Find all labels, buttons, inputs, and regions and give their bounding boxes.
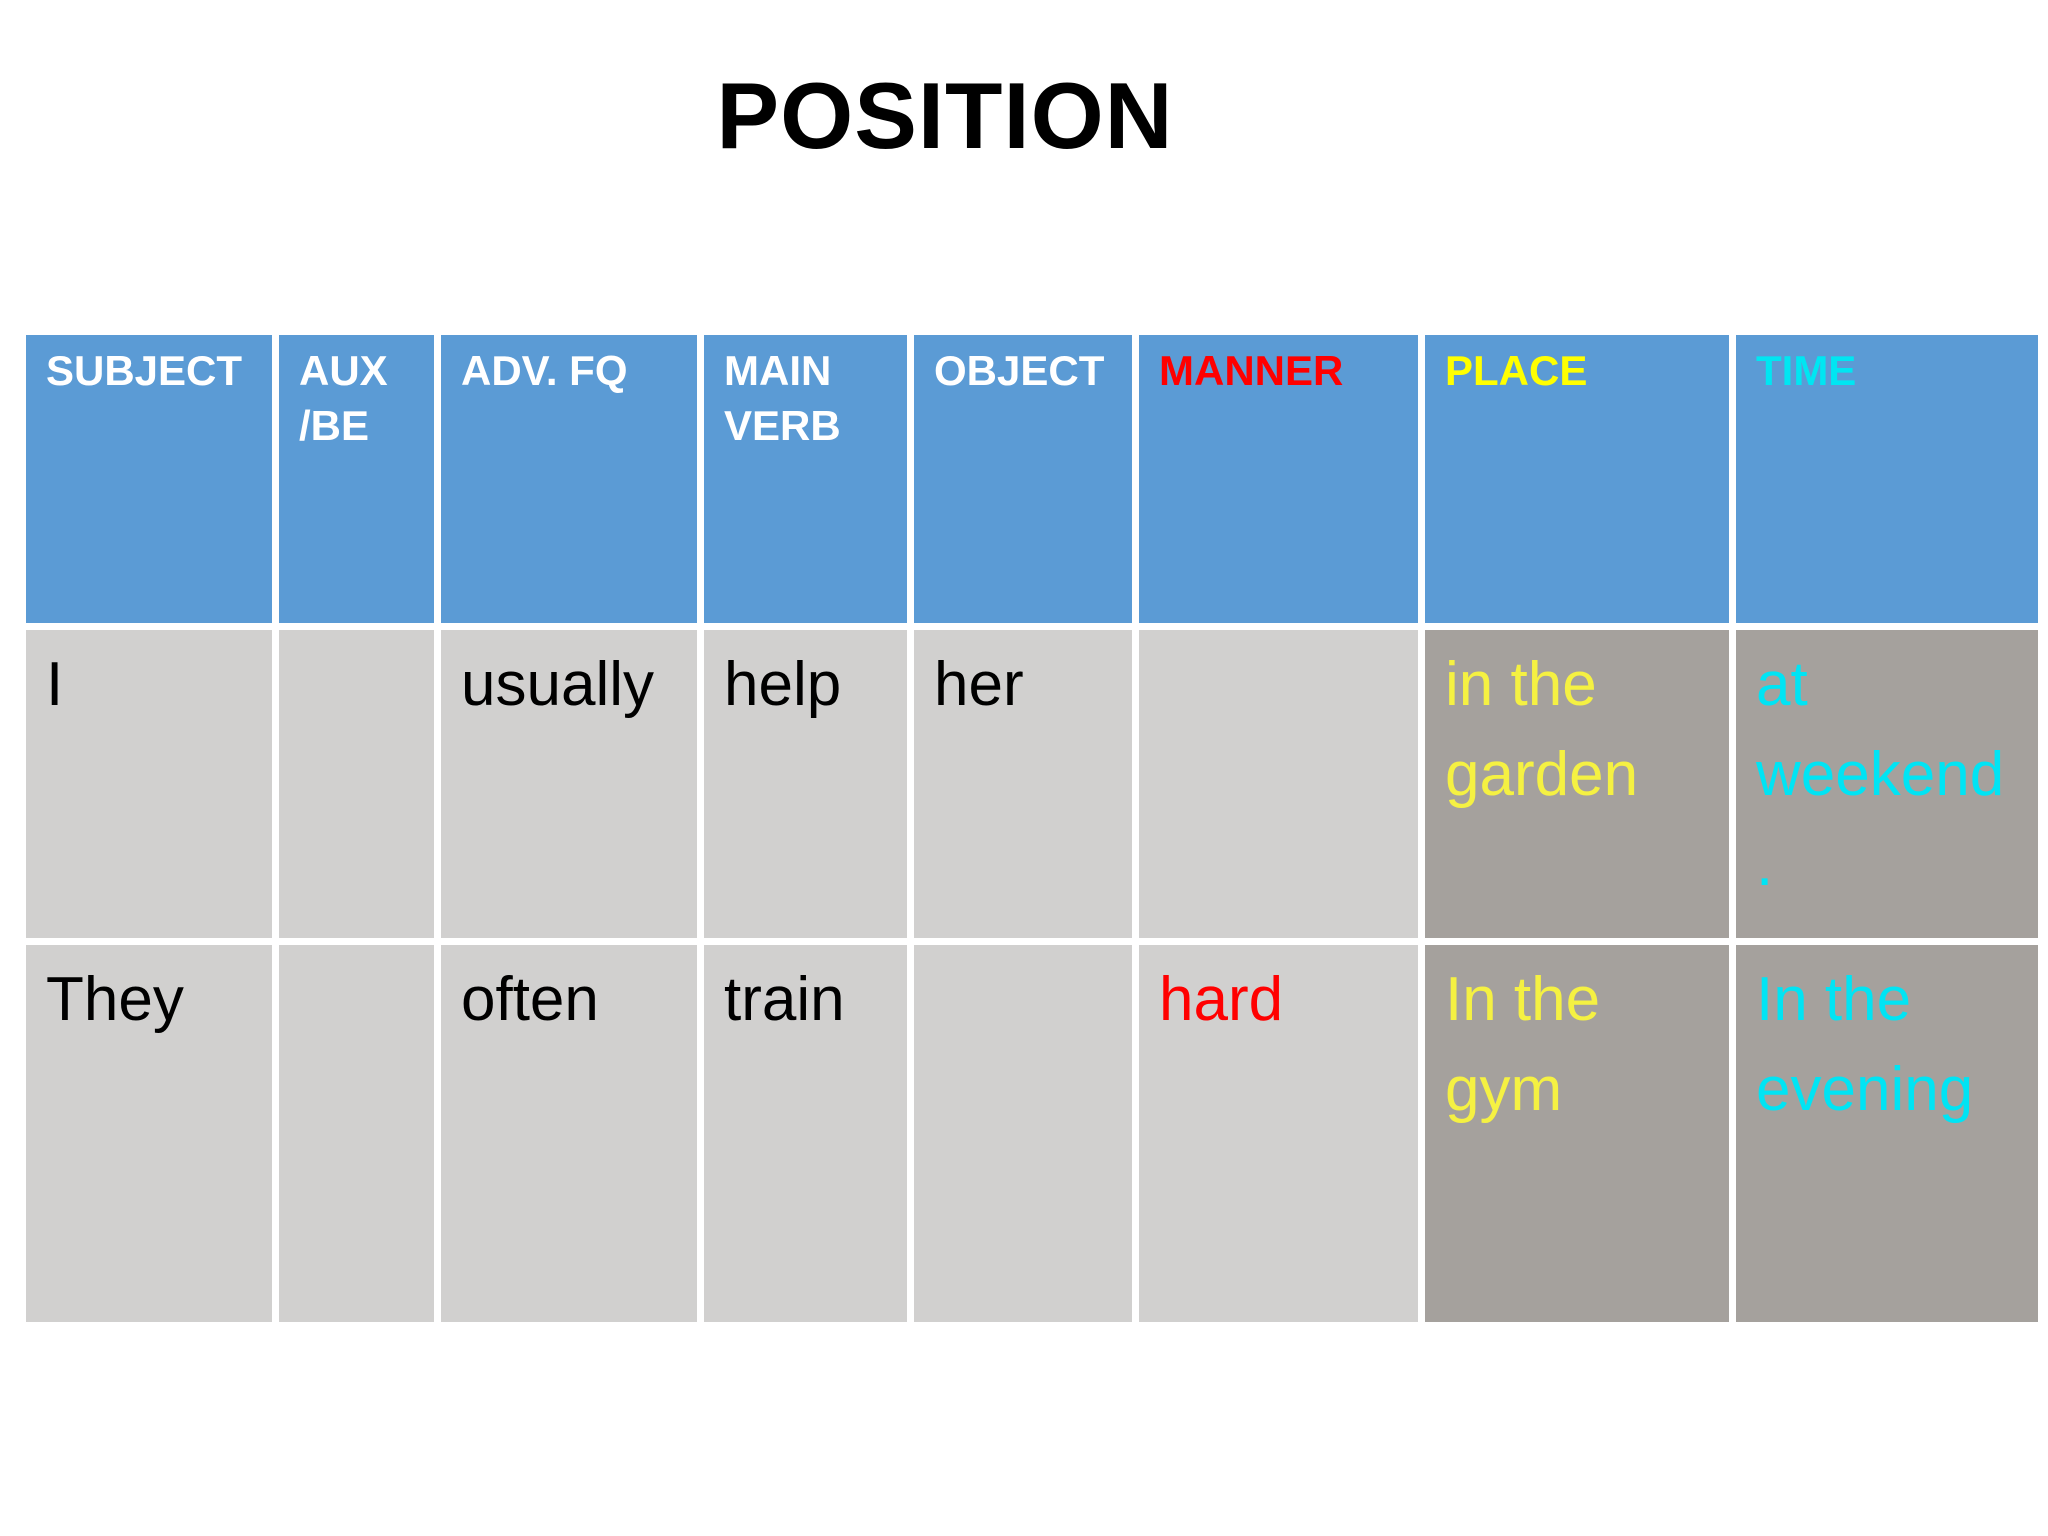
cell-row2-time: In the evening <box>1736 945 2038 1322</box>
cell-row2-adv-fq: often <box>441 945 697 1322</box>
cell-row1-subject: I <box>26 630 272 938</box>
cell-row2-subject: They <box>26 945 272 1322</box>
cell-row2-manner: hard <box>1139 945 1418 1322</box>
cell-row1-time: at weekend . <box>1736 630 2038 938</box>
cell-row1-aux-be <box>279 630 434 938</box>
column-header-adv-fq: ADV. FQ <box>441 335 697 623</box>
cell-row1-place: in the garden <box>1425 630 1729 938</box>
column-header-time: TIME <box>1736 335 2038 623</box>
column-header-place: PLACE <box>1425 335 1729 623</box>
cell-row1-manner <box>1139 630 1418 938</box>
column-header-subject: SUBJECT <box>26 335 272 623</box>
column-header-manner: MANNER <box>1139 335 1418 623</box>
cell-row2-place: In the gym <box>1425 945 1729 1322</box>
column-header-object: OBJECT <box>914 335 1132 623</box>
cell-row1-main-verb: help <box>704 630 907 938</box>
column-header-main-verb: MAIN VERB <box>704 335 907 623</box>
cell-row1-adv-fq: usually <box>441 630 697 938</box>
cell-row2-aux-be <box>279 945 434 1322</box>
page-title: POSITION <box>716 63 1174 168</box>
cell-row1-object: her <box>914 630 1132 938</box>
cell-row2-object <box>914 945 1132 1322</box>
column-header-aux-be: AUX /BE <box>279 335 434 623</box>
cell-row2-main-verb: train <box>704 945 907 1322</box>
